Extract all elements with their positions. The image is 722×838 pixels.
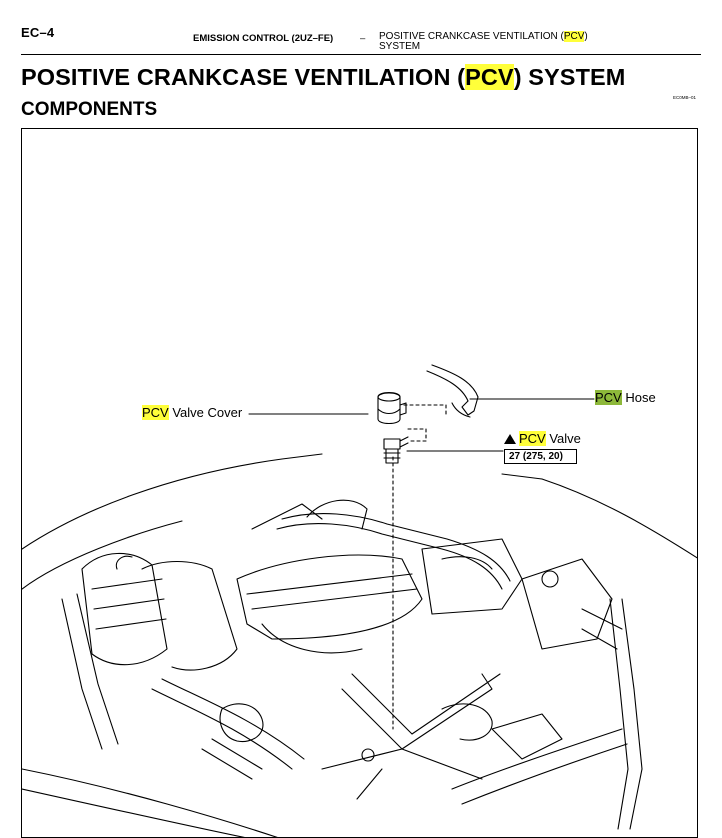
label-pcv-valve-cover: PCV Valve Cover [142, 405, 242, 420]
label-pcv-hose: PCV Hose [595, 390, 656, 405]
header-title-suffix: ) [584, 31, 588, 42]
pcv-valve-cover [377, 391, 407, 425]
page-title: POSITIVE CRANKCASE VENTILATION (PCV) SYS… [21, 64, 626, 91]
alignment-dashes [392, 404, 447, 730]
header-title-highlight: PCV [563, 31, 585, 42]
engine-compartment [22, 453, 697, 837]
figure-code: EC0MB–01 [673, 95, 697, 100]
label-pcv-valve-cover-text: Valve Cover [168, 405, 243, 420]
header-section: EMISSION CONTROL (2UZ–FE) [193, 33, 334, 44]
engine-illustration [22, 364, 697, 837]
label-pcv-valve-highlight: PCV [519, 431, 546, 446]
header-title: POSITIVE CRANKCASE VENTILATION (PCV) SYS… [379, 31, 679, 52]
section-title: COMPONENTS [21, 99, 158, 120]
label-pcv-valve-cover-highlight: PCV [142, 405, 169, 420]
label-pcv-hose-highlight: PCV [595, 390, 622, 405]
header-dash: – [360, 33, 366, 44]
header-title-prefix: POSITIVE CRANKCASE VENTILATION ( [379, 31, 564, 42]
label-pcv-valve: PCV Valve [504, 431, 581, 446]
page-number: EC–4 [21, 25, 55, 40]
page-title-prefix: POSITIVE CRANKCASE VENTILATION ( [21, 64, 466, 90]
pcv-valve [383, 436, 409, 464]
pcv-hose [426, 364, 479, 418]
header-title-line2: SYSTEM [379, 41, 421, 52]
header-rule [21, 54, 701, 55]
page-title-highlight: PCV [465, 64, 514, 90]
warning-triangle-icon [504, 434, 516, 444]
figure-frame: PCV Valve Cover PCV Hose PCV Valve [21, 128, 698, 838]
torque-spec-box: 27 (275, 20) [504, 449, 577, 464]
page-title-suffix: ) SYSTEM [513, 64, 626, 90]
label-pcv-hose-text: Hose [621, 390, 656, 405]
label-pcv-valve-text: Valve [545, 431, 581, 446]
